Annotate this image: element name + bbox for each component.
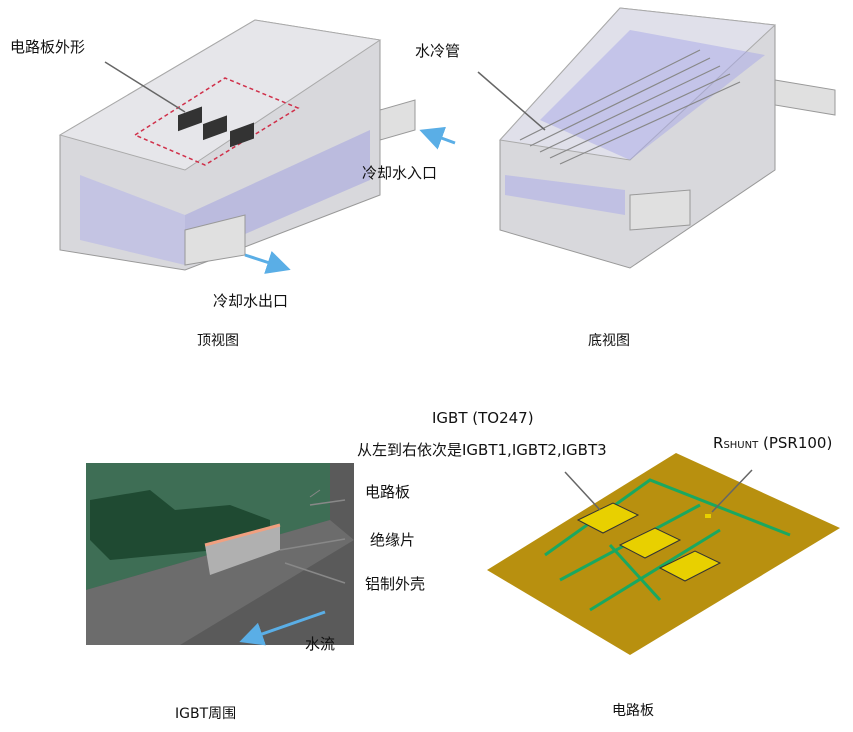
rshunt-part: (PSR100) — [758, 434, 833, 452]
label-board-outline: 电路板外形 — [10, 38, 86, 56]
caption-top-view: 顶视图 — [197, 333, 239, 349]
top-view-render — [58, 19, 456, 274]
label-igbt-order: 从左到右依次是IGBT1,IGBT2,IGBT3 — [357, 441, 607, 459]
label-inlet: 冷却水入口 — [362, 164, 438, 182]
label-water-flow: 水流 — [305, 635, 336, 653]
label-igbt-title: IGBT (TO247) — [432, 409, 534, 427]
label-housing: 铝制外壳 — [365, 575, 426, 593]
igbt-surroundings-render — [86, 463, 354, 646]
bottom-view-render — [477, 7, 836, 269]
circuit-board-render — [487, 453, 840, 655]
label-cooling-pipe: 水冷管 — [415, 42, 461, 60]
label-outlet: 冷却水出口 — [213, 292, 289, 310]
label-rshunt: RSHUNT (PSR100) — [713, 434, 832, 452]
label-pcb: 电路板 — [365, 483, 411, 501]
label-insulator: 绝缘片 — [370, 531, 416, 549]
caption-igbt-surroundings: IGBT周围 — [175, 706, 237, 722]
rshunt-main: R — [713, 434, 724, 452]
rshunt-subscript: SHUNT — [723, 440, 759, 451]
caption-circuit-board: 电路板 — [612, 703, 654, 719]
caption-bottom-view: 底视图 — [588, 333, 630, 349]
